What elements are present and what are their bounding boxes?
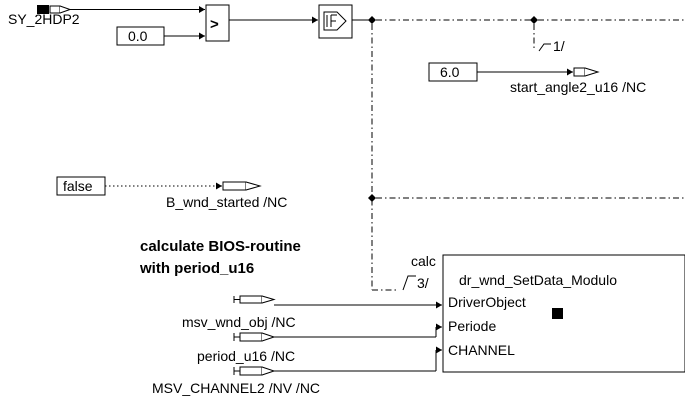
start-angle-output[interactable]: start_angle2_u16 /NC: [510, 67, 646, 95]
if-junction: [368, 16, 376, 24]
branch-junction-2: [368, 194, 376, 202]
seq3-marker: [402, 275, 416, 291]
arrow-channel: [436, 346, 442, 354]
compare-operator: >: [210, 16, 219, 33]
false-const-block[interactable]: false: [56, 176, 106, 196]
const-6-value: 6.0: [440, 64, 460, 80]
wnd-started-output[interactable]: B_wnd_started /NC: [166, 181, 287, 210]
const-0-block[interactable]: 0.0: [116, 26, 165, 46]
comment-line-2: with period_u16: [139, 260, 254, 277]
arrow-driverobject: [436, 301, 442, 309]
comment-line-1: calculate BIOS-routine: [140, 238, 301, 255]
start-angle-label: start_angle2_u16 /NC: [510, 79, 646, 95]
branch-junction-1: [530, 16, 538, 24]
seq1-label: 1/: [553, 38, 565, 54]
sy2hdp2-input[interactable]: SY_2HDP2: [8, 5, 80, 27]
arrow-compare-in1: [199, 6, 205, 13]
function-block-title: dr_wnd_SetData_Modulo: [459, 272, 617, 288]
port-driverobject: DriverObject: [448, 294, 526, 310]
msv-channel-label: MSV_CHANNEL2 /NV /NC: [152, 380, 320, 396]
period-input[interactable]: period_u16 /NC: [197, 332, 295, 364]
calc-label: calc: [411, 253, 436, 269]
period-label: period_u16 /NC: [197, 348, 295, 364]
const-6-block[interactable]: 6.0: [428, 62, 478, 82]
compare-block[interactable]: >: [205, 4, 230, 42]
msv-wnd-obj-input[interactable]: msv_wnd_obj /NC: [182, 295, 296, 330]
seq1-marker: [538, 43, 551, 52]
wnd-started-label: B_wnd_started /NC: [166, 194, 287, 210]
if-block[interactable]: [318, 4, 353, 39]
sy2hdp2-label: SY_2HDP2: [8, 11, 80, 27]
port-periode: Periode: [448, 318, 496, 334]
seq3-label: 3/: [417, 275, 429, 291]
function-block[interactable]: dr_wnd_SetData_Modulo DriverObject Perio…: [442, 254, 685, 373]
msv-wnd-obj-label: msv_wnd_obj /NC: [182, 314, 296, 330]
arrow-periode: [436, 323, 442, 331]
port-channel: CHANNEL: [448, 342, 515, 358]
false-const-value: false: [63, 178, 93, 194]
const-0-value: 0.0: [128, 28, 148, 44]
arrow-start-angle: [567, 68, 573, 76]
arrow-wnd-started: [216, 182, 222, 190]
arrow-if-in: [312, 16, 318, 24]
block-marker: [552, 308, 563, 319]
arrow-compare-in2: [199, 32, 205, 40]
